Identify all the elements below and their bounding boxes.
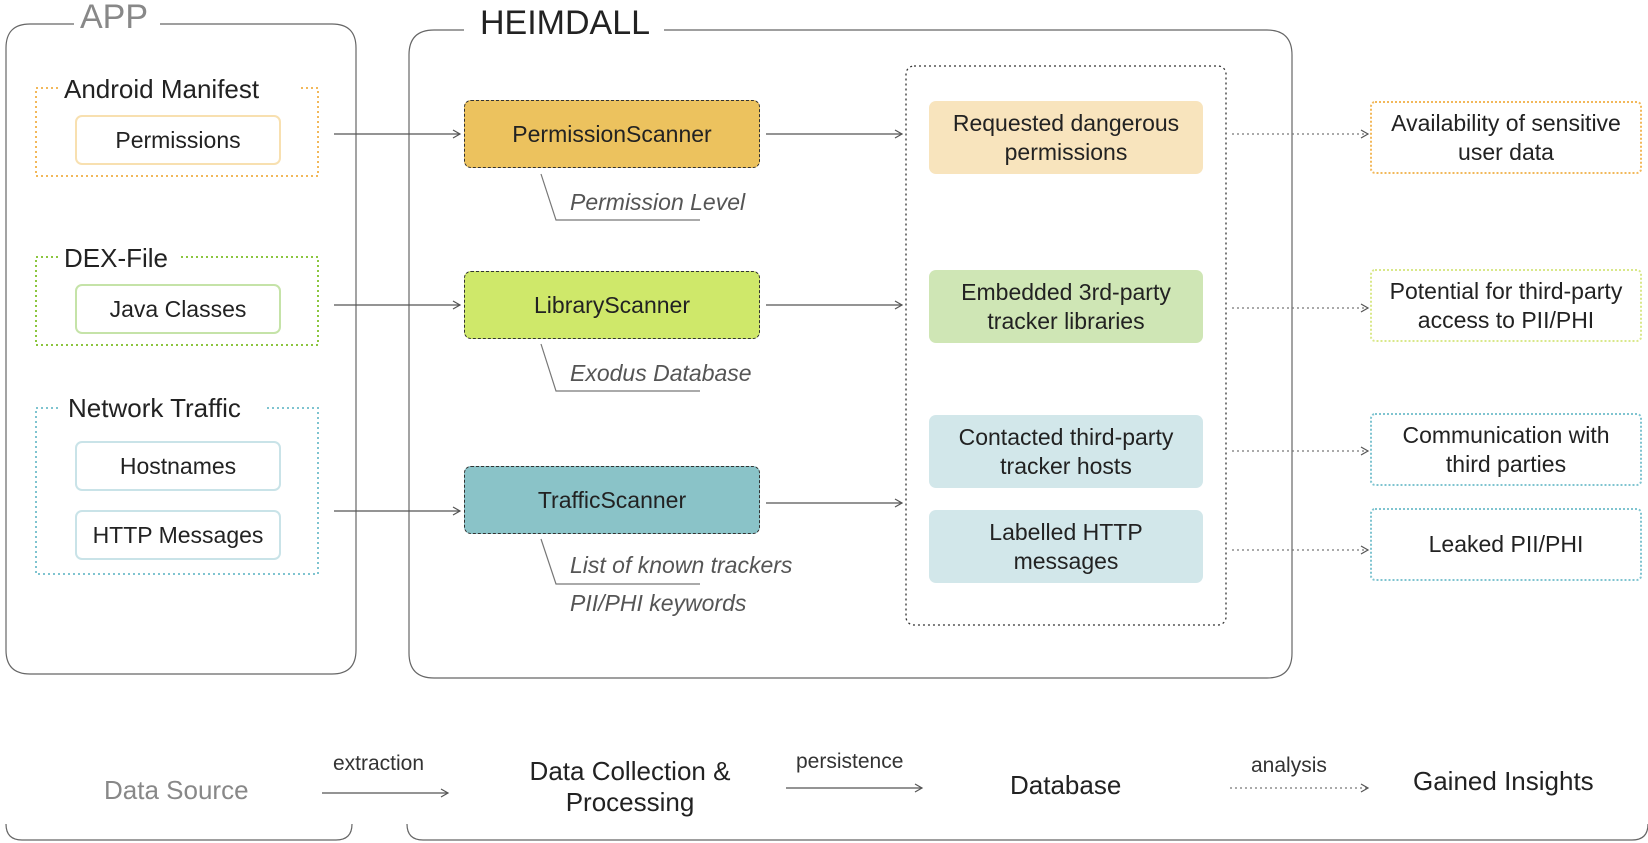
legend-analysis: analysis (1251, 754, 1327, 777)
group-label-dex-file: DEX-File (64, 243, 169, 273)
item-permissions: Permissions (75, 115, 281, 165)
note-permission-level: Permission Level (570, 189, 746, 215)
note-pii-phi-keywords: PII/PHI keywords (570, 590, 747, 616)
note-exodus-database: Exodus Database (570, 360, 752, 386)
heimdall-panel-title: HEIMDALL (480, 4, 651, 42)
scanner-traffic: TrafficScanner (464, 466, 760, 534)
legend-persistence: persistence (796, 750, 904, 773)
db-tracker-libraries: Embedded 3rd-party tracker libraries (929, 270, 1203, 343)
heimdall-panel-outline (408, 29, 1293, 679)
legend-database: Database (1010, 770, 1122, 800)
insight-sensitive-data: Availability of sensitive user data (1370, 101, 1642, 174)
database-frame (905, 65, 1227, 626)
group-frame-dex (35, 256, 319, 346)
scanner-library: LibraryScanner (464, 271, 760, 339)
db-dangerous-permissions: Requested dangerous permissions (929, 101, 1203, 174)
legend-extraction: extraction (333, 752, 425, 775)
insight-third-party-access: Potential for third-party access to PII/… (1370, 269, 1642, 342)
group-label-android-manifest: Android Manifest (64, 74, 260, 104)
item-hostnames: Hostnames (75, 441, 281, 491)
app-panel-outline (5, 23, 357, 675)
insight-leaked-pii: Leaked PII/PHI (1370, 508, 1642, 581)
insight-third-party-communication: Communication with third parties (1370, 413, 1642, 486)
legend-gained-insights: Gained Insights (1413, 766, 1594, 796)
item-java-classes: Java Classes (75, 284, 281, 334)
group-label-network-traffic: Network Traffic (68, 393, 241, 423)
note-known-trackers: List of known trackers (570, 552, 793, 578)
legend-bracket-app (5, 823, 353, 841)
legend-data-source: Data Source (104, 775, 249, 805)
legend-data-collection: Data Collection & Processing (529, 755, 731, 817)
scanner-permission: PermissionScanner (464, 100, 760, 168)
legend-bracket-heimdall (406, 823, 1648, 841)
db-tracker-hosts: Contacted third-party tracker hosts (929, 415, 1203, 488)
group-frame-network (35, 407, 319, 575)
item-http-messages: HTTP Messages (75, 510, 281, 560)
group-frame-manifest (35, 87, 319, 177)
db-labelled-http: Labelled HTTP messages (929, 510, 1203, 583)
app-panel-title: APP (80, 0, 149, 36)
